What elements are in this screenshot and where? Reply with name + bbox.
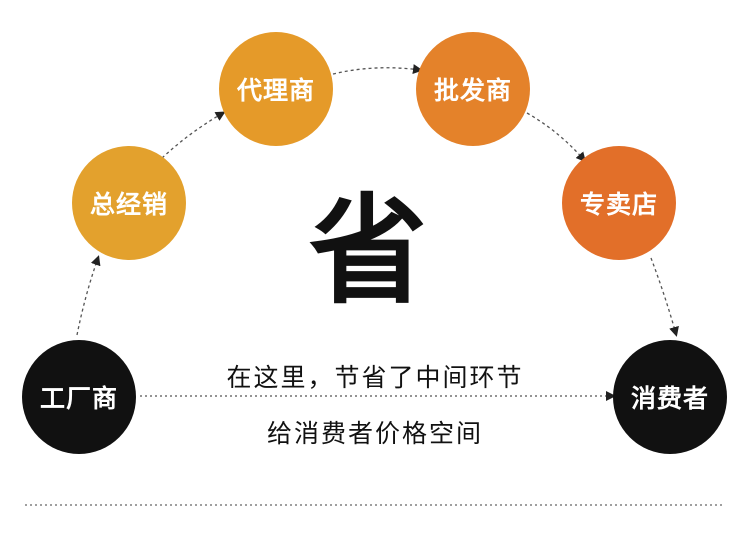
node-wholesaler: 批发商 — [416, 32, 530, 146]
center-character: 省 — [308, 180, 427, 320]
node-general-distributor-label: 总经销 — [89, 190, 168, 219]
arrow-wholesaler-to-retailer — [526, 112, 586, 163]
node-agent: 代理商 — [219, 32, 333, 146]
node-agent-label: 代理商 — [236, 76, 315, 105]
arrow-retailer-to-consumer — [650, 257, 679, 337]
arrow-agent-to-wholesaler — [332, 64, 423, 75]
node-general-distributor: 总经销 — [72, 146, 186, 260]
node-consumer: 消费者 — [613, 340, 727, 454]
caption-line-1: 在这里，节省了中间环节 — [226, 363, 524, 392]
node-factory: 工厂商 — [22, 340, 136, 454]
node-factory-label: 工厂商 — [39, 384, 118, 413]
node-retailer-label: 专卖店 — [579, 190, 658, 219]
node-retailer: 专卖店 — [562, 146, 676, 260]
caption-line-2: 给消费者价格空间 — [266, 419, 483, 448]
arrow-general-to-agent — [161, 111, 226, 159]
node-wholesaler-label: 批发商 — [433, 76, 512, 105]
arrow-factory-to-general — [76, 255, 101, 336]
node-consumer-label: 消费者 — [630, 384, 709, 413]
